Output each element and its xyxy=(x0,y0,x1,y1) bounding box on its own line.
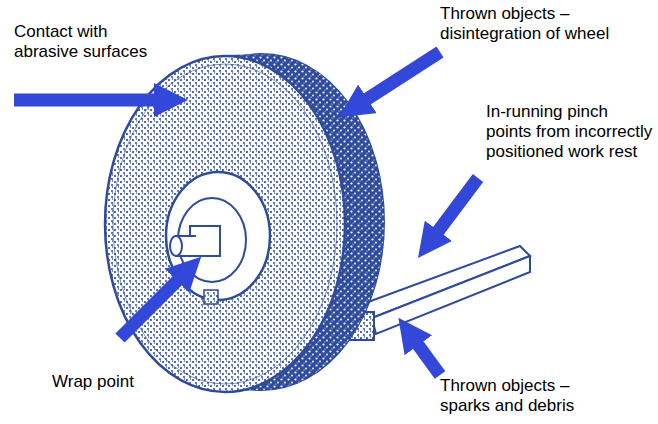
hazard-label: In-running pinch points from incorrectly… xyxy=(486,102,654,162)
hazard-label: Thrown objects – sparks and debris xyxy=(440,376,600,416)
callout-arrow xyxy=(416,342,440,375)
callout-arrow xyxy=(120,278,180,338)
callout-arrows xyxy=(14,52,478,375)
callout-arrow xyxy=(14,94,158,107)
callout-arrow xyxy=(436,178,478,234)
hazard-label: Wrap point xyxy=(52,372,172,392)
hazard-label: Thrown objects – disintegration of wheel xyxy=(440,4,645,44)
callout-arrow xyxy=(364,52,440,101)
hazard-label: Contact with abrasive surfaces xyxy=(14,22,164,62)
